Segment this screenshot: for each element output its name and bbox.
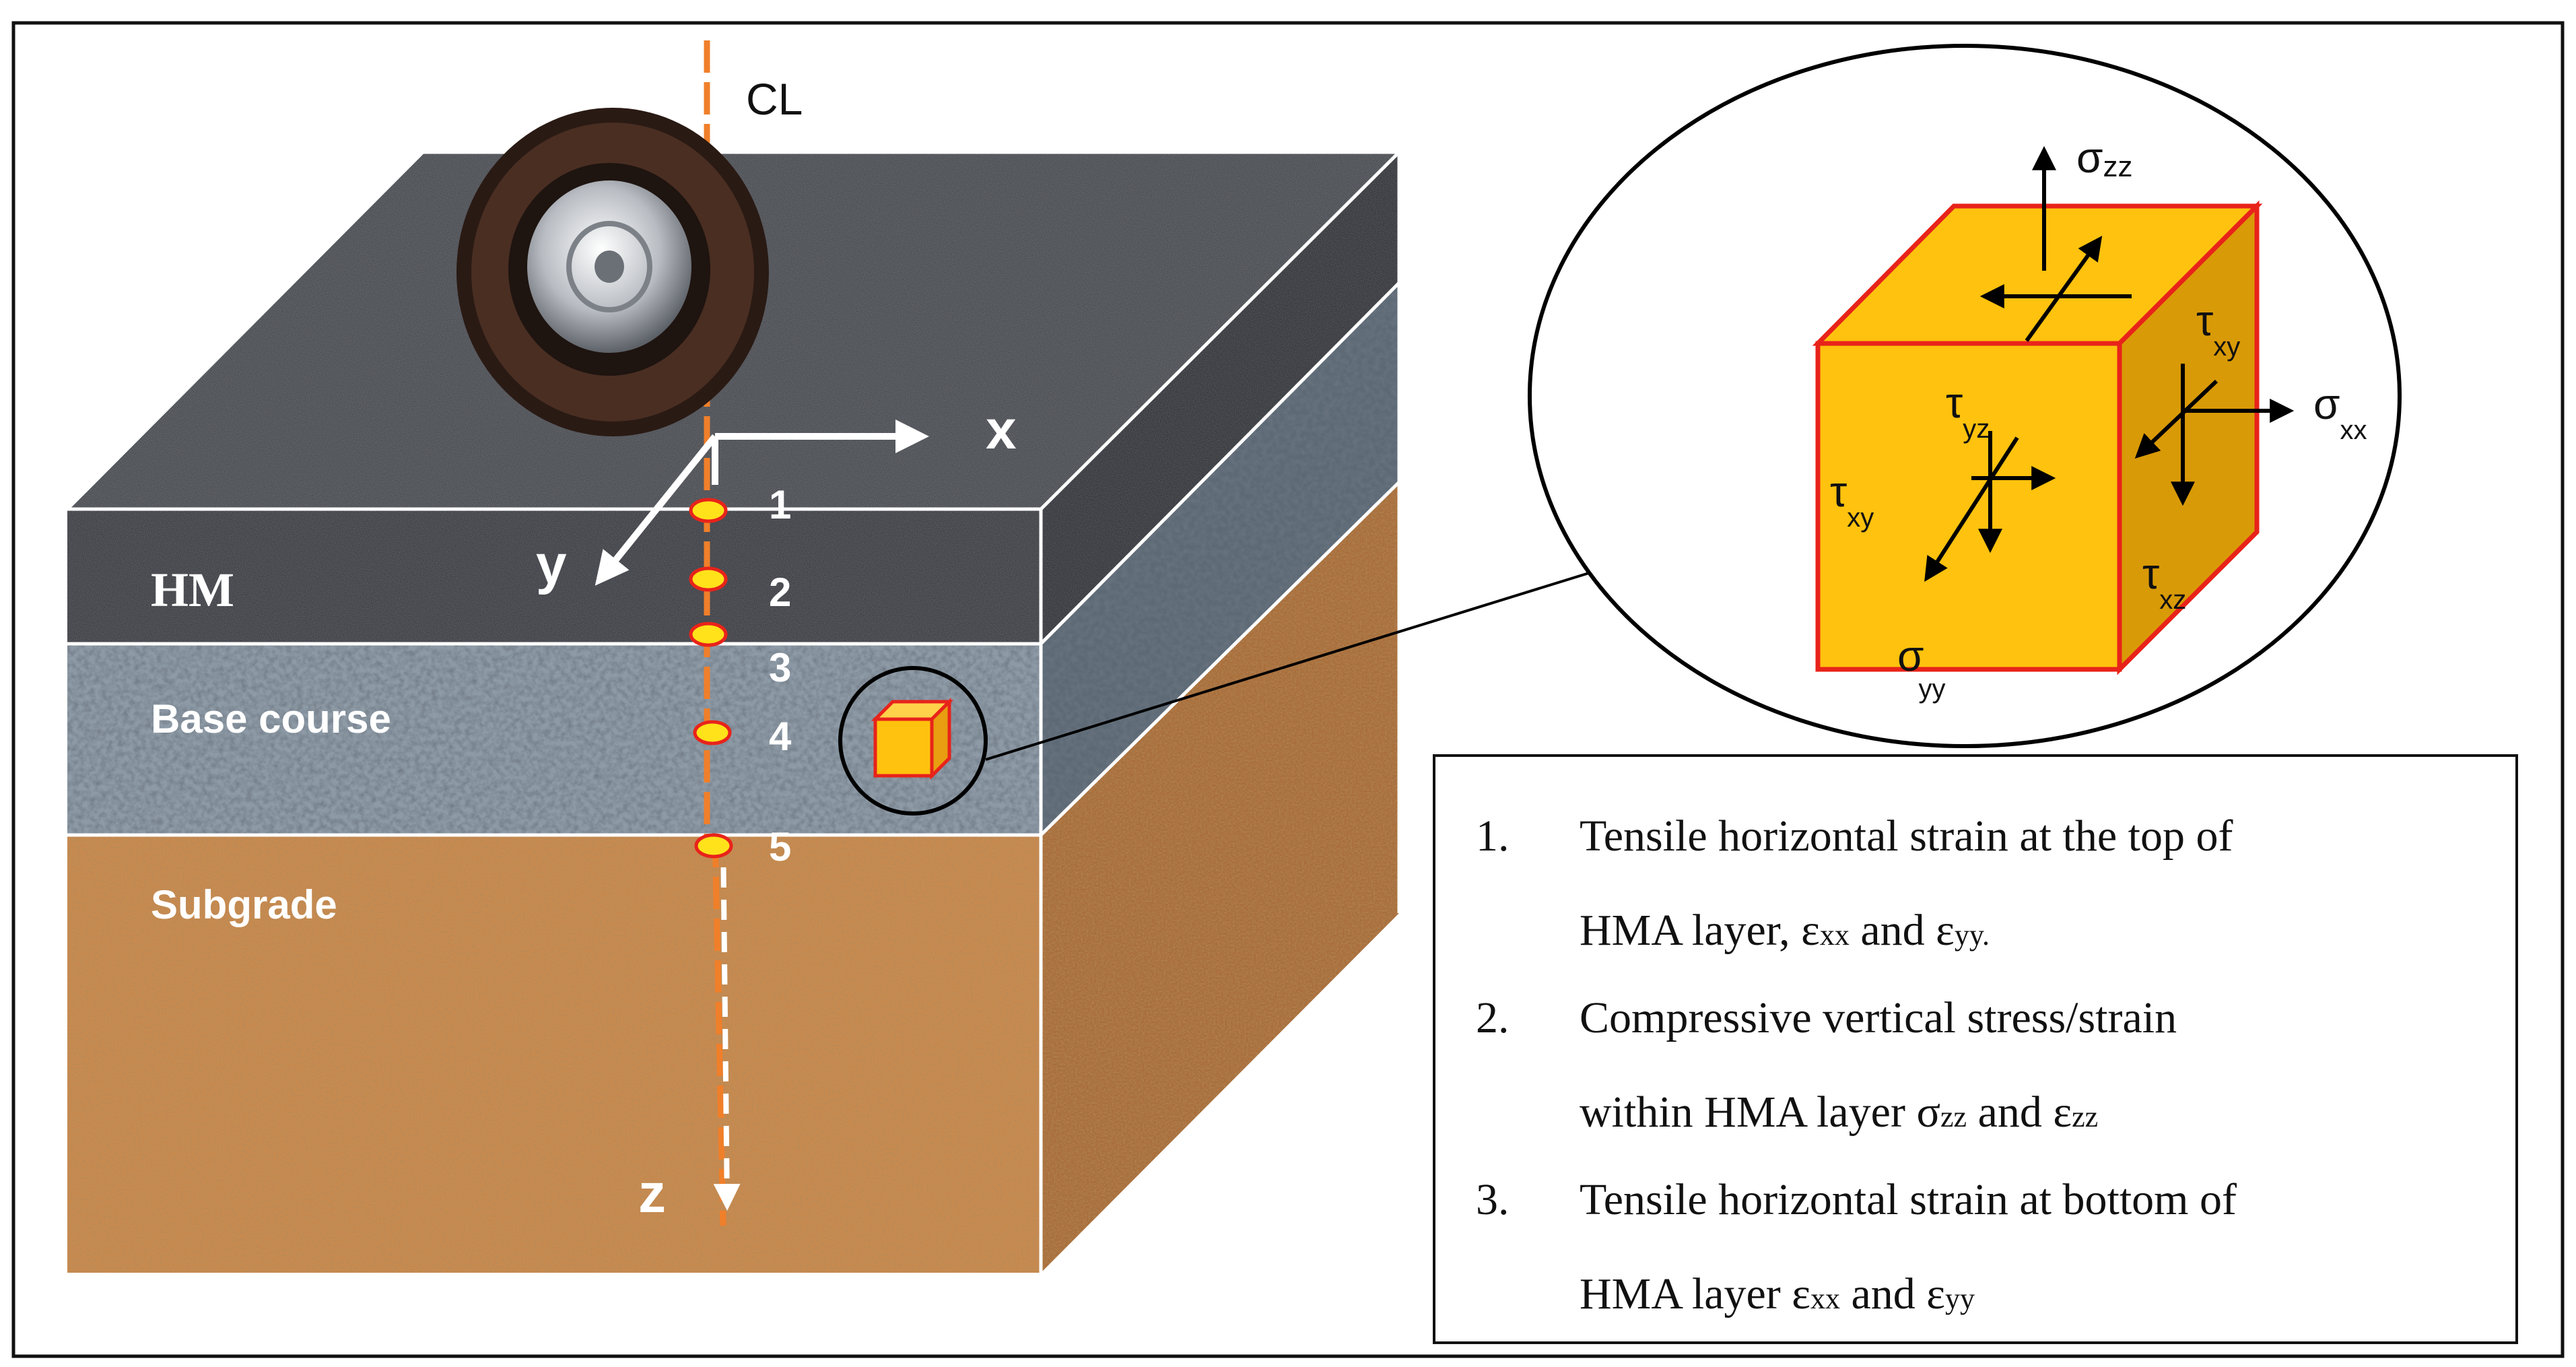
- centerline-label: CL: [746, 74, 803, 124]
- legend-text-line1: Compressive vertical stress/strain: [1580, 993, 2177, 1042]
- centerline-lower: [712, 834, 726, 1226]
- cube-front-face: [1815, 341, 2122, 672]
- tire: [456, 108, 769, 436]
- small-stress-element: [871, 697, 954, 780]
- stress-arrows: [1924, 145, 2295, 582]
- point-label-1: 1: [769, 482, 791, 527]
- point-label-4: 4: [769, 714, 792, 759]
- legend-box: 1. Tensile horizontal strain at the top …: [1433, 754, 2518, 1344]
- legend-text-line1: Tensile horizontal strain at bottom of: [1580, 1175, 2237, 1224]
- label-tau-yz: τyz: [1946, 378, 1990, 444]
- point-marker-2: [689, 566, 728, 592]
- legend-text-line2: HMA layer, εxx and εyy.: [1580, 906, 1990, 955]
- measurement-points: [689, 498, 733, 859]
- zoom-connector-line: [985, 568, 1600, 761]
- axis-label-x: x: [986, 399, 1017, 461]
- label-tau-xy-side: τxy: [2196, 296, 2240, 362]
- label-tau-xz: τxz: [2142, 549, 2186, 615]
- point-marker-1: [689, 498, 728, 523]
- point-marker-3: [689, 622, 728, 647]
- label-tau-xy-front: τxy: [1830, 467, 1874, 533]
- point-label-3: 3: [769, 645, 791, 690]
- pavement-block: [66, 150, 1404, 1273]
- point-label-2: 2: [769, 570, 791, 615]
- layer-label-base-course: Base course: [151, 696, 391, 741]
- figure-border: [11, 21, 2565, 1358]
- axis-label-y: y: [536, 534, 567, 595]
- label-sigma-xx: σxx: [2313, 380, 2367, 445]
- point-label-5: 5: [769, 824, 791, 869]
- legend-text-line2: HMA layer εxx and εyy: [1580, 1269, 1975, 1319]
- legend-number: 1.: [1476, 811, 1510, 861]
- axis-label-z: z: [638, 1163, 666, 1224]
- point-marker-4: [693, 720, 732, 745]
- coordinate-axes: [595, 420, 929, 1211]
- legend-text-line2: within HMA layer σzz and εzz: [1580, 1088, 2099, 1137]
- layer-label-subgrade: Subgrade: [151, 882, 337, 927]
- point-marker-5: [694, 833, 733, 859]
- stress-cube: [1812, 200, 2263, 675]
- legend-number: 2.: [1476, 993, 1510, 1042]
- layer-label-hm: HM: [151, 563, 234, 617]
- legend-number: 3.: [1476, 1175, 1510, 1224]
- label-sigma-zz: σzz: [2076, 133, 2133, 183]
- element-highlight-circle: [838, 666, 988, 815]
- legend-text-line1: Tensile horizontal strain at the top of: [1580, 811, 2233, 861]
